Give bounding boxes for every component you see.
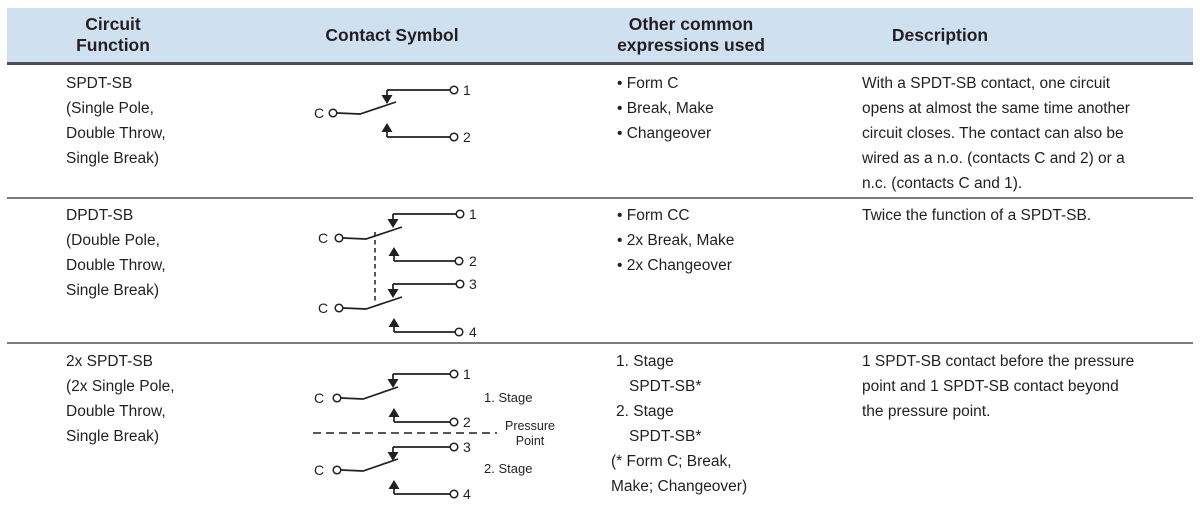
common-terminal-label: C [318,230,328,246]
break-arrow-down-icon [387,219,399,228]
switch-lever [340,458,399,472]
break-arrow-down-icon [387,452,399,461]
common-terminal-label: C [318,300,328,316]
switch-lever [342,296,403,310]
terminal-2-label: 2 [463,129,471,145]
make-arrow-up-icon [388,408,400,417]
expressions-dpdt-sb: • Form CC • 2x Break, Make • 2x Changeov… [617,203,847,278]
terminal-1: 1 [381,82,471,104]
pole-1: 1 C 2 [318,206,477,269]
common-terminal-label: C [314,105,324,121]
expression-item: • 2x Break, Make [617,232,735,249]
break-arrow-down-icon [387,289,399,298]
switch-lever [340,386,399,400]
make-arrow-up-icon [388,318,400,327]
break-arrow-down-icon [381,95,393,104]
pressure-point-label: Pressure [505,419,555,433]
terminal-2-label: 2 [469,253,477,269]
circuit-function-2x-spdt-sb: 2x SPDT-SB (2x Single Pole, Double Throw… [66,353,175,445]
break-arrow-down-icon [387,379,399,388]
table-header-background [7,8,1193,62]
terminal-3-label: 3 [463,439,471,455]
expressions-spdt-sb: • Form C • Break, Make • Changeover [617,71,847,146]
stage-2-label: 2. Stage [484,461,532,476]
expression-item: (* Form C; Break, [611,453,732,470]
terminal-2: 2 [381,123,471,145]
terminal-3-label: 3 [469,276,477,292]
terminal-1-label: 1 [469,206,477,222]
expressions-2x-spdt-sb: 1. Stage SPDT-SB* 2. Stage SPDT-SB* (* F… [611,349,846,499]
header-circuit-function: Circuit Function [76,14,150,55]
header-divider-line [7,62,1193,65]
expression-item: SPDT-SB* [629,378,702,395]
description-dpdt-sb: Twice the function of a SPDT-SB. [862,207,1092,224]
header-other-expressions: Other common expressions used [617,14,765,55]
terminal-2-label: 2 [463,414,471,430]
expression-item: 1. Stage [616,353,674,370]
make-arrow-up-icon [388,247,400,256]
make-arrow-up-icon [381,123,393,132]
circuit-function-spdt-sb: SPDT-SB (Single Pole, Double Throw, Sing… [66,75,166,167]
expression-item: SPDT-SB* [629,428,702,445]
common-terminal-label: C [314,462,324,478]
row-divider-line-2 [7,342,1193,344]
stage-1-contact: 1 C 2 1. Stage [314,366,532,430]
header-contact-symbol: Contact Symbol [325,24,459,45]
expression-item: • Changeover [617,125,712,142]
description-spdt-sb: With a SPDT-SB contact, one circuit open… [862,75,1130,192]
switch-lever [336,101,397,115]
circuit-function-dpdt-sb: DPDT-SB (Double Pole, Double Throw, Sing… [66,207,166,299]
expression-item: • Break, Make [617,100,714,117]
terminal-1-label: 1 [463,82,471,98]
expression-item: • 2x Changeover [617,257,732,274]
expression-item: • Form CC [617,207,690,224]
spdt-sb-symbol: 1 C 2 [314,82,471,145]
pole-2: 3 C 4 [318,276,477,340]
pressure-point-label: Point [516,434,545,448]
row-divider-line-1 [7,197,1193,199]
header-description: Description [891,24,989,45]
dpdt-sb-symbol: 1 C 2 3 C 4 [318,206,477,340]
description-2x-spdt-sb: 1 SPDT-SB contact before the pressure po… [862,353,1135,420]
expression-item: • Form C [617,75,679,92]
stage-2-contact: 3 C 4 2. Stage [314,439,532,502]
expression-item: 2. Stage [616,403,674,420]
make-arrow-up-icon [388,480,400,489]
stage-1-label: 1. Stage [484,390,532,405]
terminal-4-label: 4 [463,486,471,502]
switch-lever [342,226,403,240]
common-terminal-label: C [314,390,324,406]
terminal-4-label: 4 [469,324,477,340]
common-terminal: C [314,101,397,121]
terminal-1-label: 1 [463,366,471,382]
2x-spdt-sb-symbol: 1 C 2 1. Stage Pressure Point 3 C [313,366,555,502]
expression-item: Make; Changeover) [611,478,748,495]
